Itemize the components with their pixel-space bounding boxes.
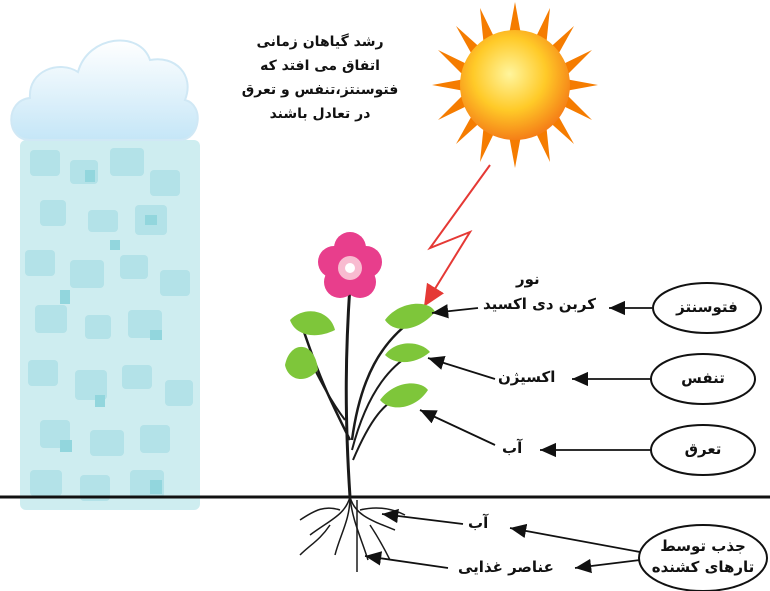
co2-arrow bbox=[431, 304, 479, 319]
absorption-label: جذب توسط تارهای کشنده bbox=[641, 536, 765, 578]
transpiration-label: تعرق bbox=[684, 440, 722, 458]
light-arrow bbox=[423, 164, 491, 307]
root-nutrient-arrow bbox=[364, 551, 449, 569]
rain-icon bbox=[20, 140, 200, 510]
absorption-line-1: جذب توسط bbox=[660, 537, 746, 555]
cloud-icon bbox=[10, 39, 199, 141]
title-line-3: فتوسنتز،تنفس و تعرق bbox=[241, 82, 399, 98]
light-label: نور bbox=[516, 270, 540, 288]
absorption-water-arrow bbox=[509, 523, 641, 553]
nutrients-label: عناصر غذایی bbox=[458, 558, 554, 576]
absorption-nutrient-arrow bbox=[574, 558, 641, 574]
water-label: آب bbox=[502, 439, 523, 457]
root-water-arrow bbox=[381, 508, 464, 525]
absorption-line-2: تارهای کشنده bbox=[651, 558, 755, 576]
sun-icon bbox=[432, 2, 598, 168]
photosynthesis-label: فتوسنتز bbox=[676, 298, 738, 316]
flower-icon bbox=[318, 232, 382, 298]
title-block: رشد گیاهان زمانی اتفاق می افتد که فتوسنت… bbox=[210, 30, 430, 126]
water-top-arrow bbox=[419, 409, 496, 446]
oxygen-arrow bbox=[427, 355, 496, 380]
respiration-label: تنفس bbox=[681, 369, 725, 387]
absorption-oval bbox=[638, 524, 768, 591]
title-line-2: اتفاق می افتد که bbox=[260, 58, 380, 74]
title-line-4: در تعادل باشند bbox=[269, 106, 371, 122]
root-water-label: آب bbox=[468, 514, 489, 532]
title-line-1: رشد گیاهان زمانی bbox=[256, 34, 384, 50]
plant-icon bbox=[285, 232, 435, 572]
co2-label: کربن دی اکسید bbox=[483, 295, 596, 313]
oxygen-label: اکسیژن bbox=[498, 368, 556, 386]
photosynthesis-oval bbox=[652, 282, 762, 334]
